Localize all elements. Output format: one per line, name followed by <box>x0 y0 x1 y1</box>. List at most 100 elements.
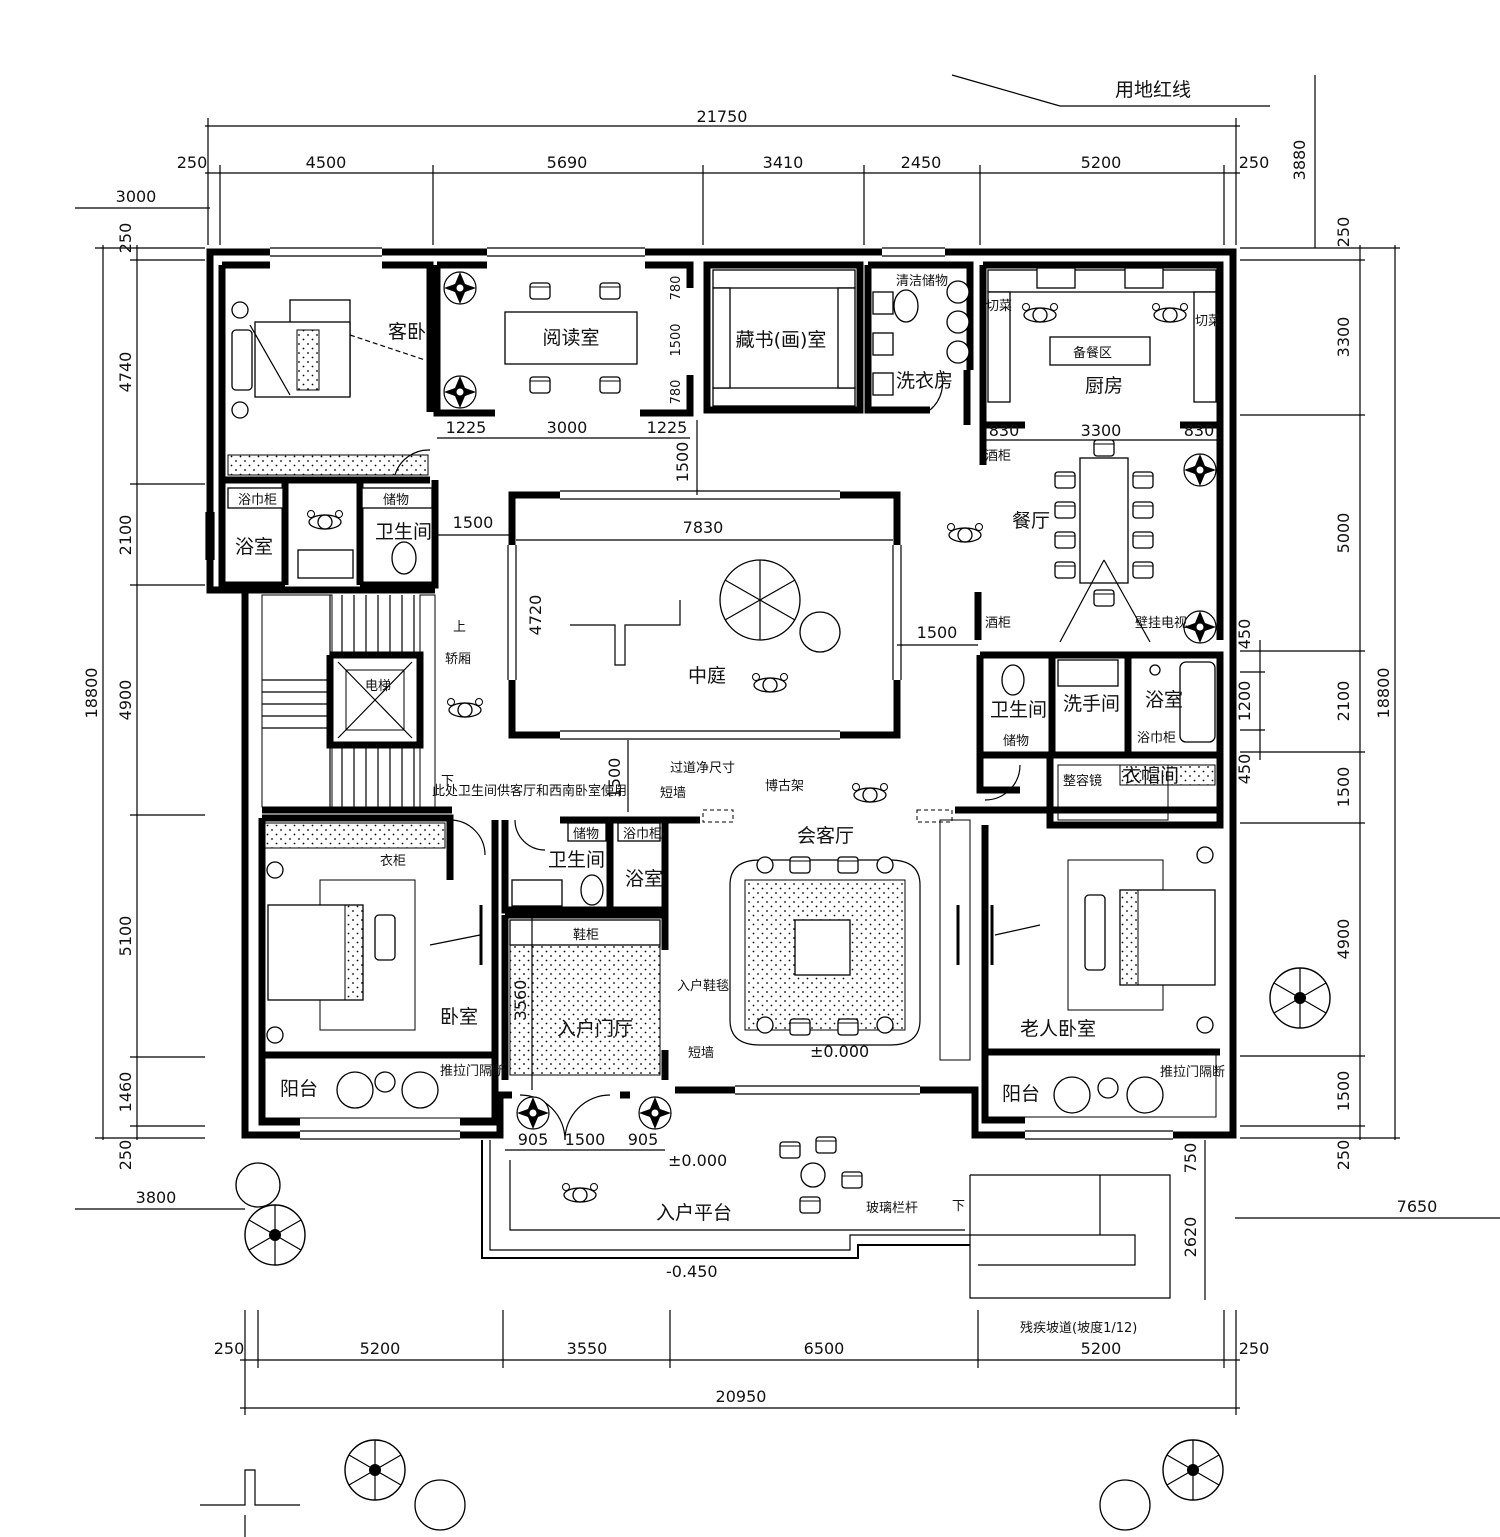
laundry-fixtures <box>872 280 970 396</box>
south-bath-fixtures <box>511 822 661 907</box>
cleaning-storage-label: 清洁储物 <box>896 274 948 289</box>
dim-right-small-2: 450 <box>1235 754 1254 785</box>
cut-label-2: 切菜 <box>1195 314 1221 329</box>
wardrobe-label: 衣柜 <box>380 853 406 869</box>
ramp-down-label: 下 <box>952 1199 965 1214</box>
dim-kitchen-2: 830 <box>1184 421 1215 440</box>
short-wall-label: 短墙 <box>660 786 686 801</box>
dim-top-2: 5690 <box>547 153 588 172</box>
dim-left-1: 4740 <box>116 352 135 393</box>
stair-up-label: 上 <box>453 620 466 635</box>
dim-corridor-1: 1500 <box>453 513 494 532</box>
guest-bedroom-label: 客卧 <box>388 321 426 343</box>
dim-right-5: 4900 <box>1334 919 1353 960</box>
dim-right-total: 18800 <box>1374 668 1393 719</box>
dim-platform-0: 750 <box>1181 1143 1200 1174</box>
south-wc-label: 卫生间 <box>548 849 605 871</box>
dim-left-2: 2100 <box>116 515 135 556</box>
tree-icon <box>244 1204 306 1266</box>
platform-label: 入户平台 <box>656 1202 732 1224</box>
living-level-label: ±0.000 <box>810 1042 869 1061</box>
dim-right-1: 3300 <box>1334 317 1353 358</box>
east-storage-label: 储物 <box>1003 734 1029 749</box>
dim-reading-1: 3000 <box>547 418 588 437</box>
dim-top-5: 5200 <box>1081 153 1122 172</box>
dim-reading-side-0: 780 <box>669 276 684 301</box>
entry-platform <box>481 1136 1171 1299</box>
south-towel-label: 浴巾柜 <box>623 827 662 842</box>
dim-platform-1: 2620 <box>1181 1217 1200 1258</box>
cut-label-1: 切菜 <box>986 299 1012 314</box>
dim-reading-2: 1225 <box>647 418 688 437</box>
library-shelves <box>712 269 856 407</box>
nw-bath-fixtures <box>227 487 433 579</box>
kitchen-fixtures <box>987 267 1217 403</box>
foyer-label: 入户门厅 <box>557 1018 633 1040</box>
sw-sliding-door-label: 推拉门隔断 <box>440 1064 505 1079</box>
kitchen-label: 厨房 <box>1085 375 1123 397</box>
guest-bed <box>227 299 429 476</box>
platform-level-label: ±0.000 <box>668 1151 727 1170</box>
dim-bottom-3: 6500 <box>804 1339 845 1358</box>
interior-walls <box>218 261 1224 1126</box>
dim-entry-1: 1500 <box>565 1130 606 1149</box>
dim-reading-side-2: 780 <box>669 380 684 405</box>
exterior-walls <box>206 248 1237 1139</box>
east-bath-label: 浴室 <box>1145 689 1183 711</box>
dining-table <box>946 439 1217 644</box>
dim-courtyard-height: 4720 <box>526 595 545 636</box>
shoe-cabinet <box>509 919 661 946</box>
dim-bottom-5: 250 <box>1239 1339 1270 1358</box>
right-dimension-lines <box>1235 245 1500 1219</box>
left-dimension-lines <box>95 245 205 1140</box>
dim-corridor-0: 1500 <box>673 442 692 483</box>
library-label: 藏书(画)室 <box>736 329 827 351</box>
prep-area-label: 备餐区 <box>1073 345 1112 361</box>
tv-label: 壁挂电视 <box>1135 616 1187 631</box>
dim-top-0: 250 <box>177 153 208 172</box>
sw-balcony-label: 阳台 <box>280 1078 318 1100</box>
tree-icon <box>1162 1439 1224 1501</box>
se-sliding-door-label: 推拉门隔断 <box>1160 1065 1225 1080</box>
dim-left-4: 5100 <box>116 916 135 957</box>
dim-reading-side-1: 1500 <box>669 323 684 356</box>
dim-right-small-1: 1200 <box>1235 681 1254 722</box>
nw-bath-label: 浴室 <box>235 536 273 558</box>
dim-right-3: 2100 <box>1334 681 1353 722</box>
living-furniture <box>729 782 971 1061</box>
dim-bottom-2: 3550 <box>567 1339 608 1358</box>
shrub-icon <box>414 1479 466 1531</box>
dim-right-small-0: 450 <box>1235 619 1254 650</box>
dim-setback-top-right: 3880 <box>1290 140 1309 181</box>
nw-towel-label: 浴巾柜 <box>238 493 277 508</box>
east-wc-label: 卫生间 <box>990 699 1047 721</box>
nw-storage-label: 储物 <box>383 493 409 508</box>
dim-top-total: 21750 <box>697 107 748 126</box>
dim-entry-2: 905 <box>628 1130 659 1149</box>
bottom-dimension-lines <box>75 1208 1240 1415</box>
wash-room-label: 洗手间 <box>1063 693 1120 715</box>
dim-left-total: 18800 <box>82 668 101 719</box>
se-balcony-label: 阳台 <box>1002 1083 1040 1105</box>
dim-foyer-height: 3560 <box>511 980 530 1021</box>
east-towel-label: 浴巾柜 <box>1137 731 1176 746</box>
elevator-label: 电梯 <box>365 679 391 694</box>
living-room-label: 会客厅 <box>797 825 854 847</box>
top-dimension-lines <box>75 75 1316 248</box>
dim-right-6: 1500 <box>1334 1071 1353 1112</box>
shared-wc-note: 此处卫生间供客厅和西南卧室使用 <box>432 783 627 799</box>
dim-corridor-2: 1500 <box>917 623 958 642</box>
dim-top-1: 4500 <box>306 153 347 172</box>
laundry-label: 洗衣房 <box>896 370 953 392</box>
dim-bottom-4: 5200 <box>1081 1339 1122 1358</box>
dim-setback-left-bottom: 3800 <box>136 1188 177 1207</box>
dim-setback-top: 3000 <box>116 187 157 206</box>
doors <box>394 345 1021 1141</box>
dim-right-7: 250 <box>1334 1140 1353 1171</box>
plant-entry-left <box>516 1096 550 1130</box>
dim-left-6: 250 <box>116 1140 135 1171</box>
stair <box>261 594 484 810</box>
dim-top-3: 3410 <box>763 153 804 172</box>
tree-icon <box>1269 967 1331 1029</box>
dim-corridor-3: 1500 <box>605 758 624 799</box>
